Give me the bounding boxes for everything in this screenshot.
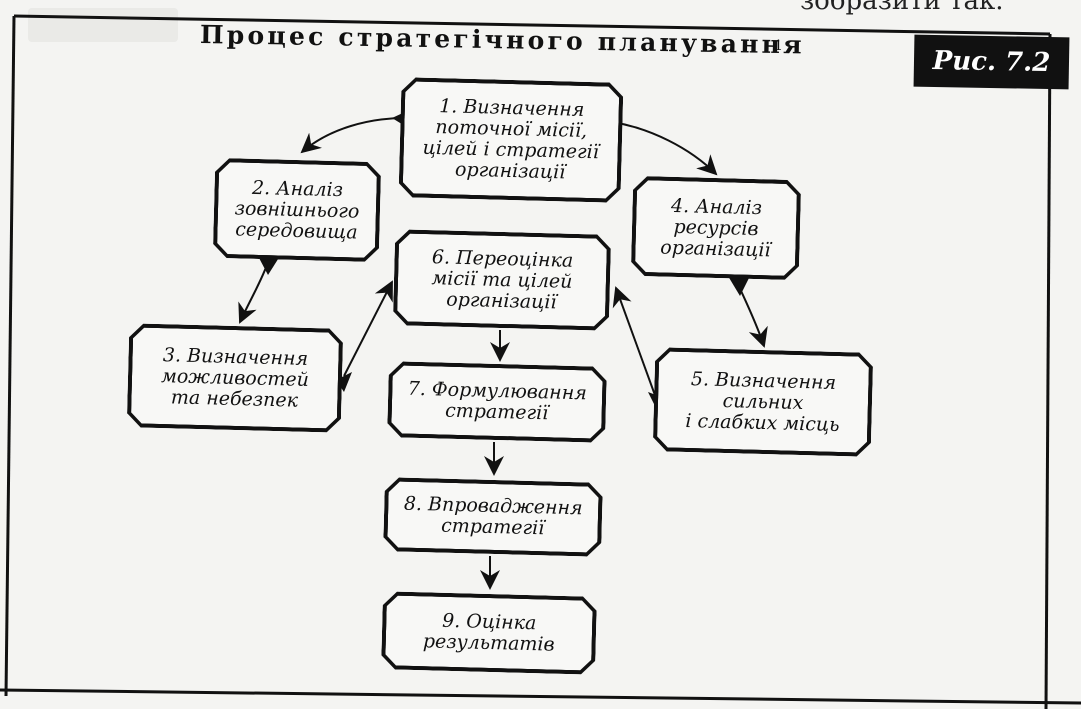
- step-label-5: 5. Визначення сильних і слабких місць: [685, 367, 840, 436]
- step-box-9: 9. Оцінка результатів: [381, 591, 597, 675]
- arrow-5-to-6: [612, 286, 657, 399]
- step-label-3: 3. Визначення можливостей та небезпек: [160, 343, 310, 412]
- step-box-3: 3. Визначення можливостей та небезпек: [127, 323, 344, 433]
- step-box-8: 8. Впровадження стратегії: [383, 477, 603, 557]
- step-label-7: 7. Формулювання стратегії: [407, 377, 588, 425]
- arrow-3-to-6: [343, 280, 393, 377]
- title-footnote-marker: 1: [774, 38, 783, 54]
- step-box-1: 1. Визначення поточної місії, цілей і ст…: [398, 77, 623, 203]
- arrow-1-to-4: [611, 121, 718, 176]
- step-box-7: 7. Формулювання стратегії: [387, 361, 607, 443]
- arrow-1-to-2: [300, 117, 406, 154]
- step-box-6: 6. Переоцінка місії та цілей організації: [393, 229, 611, 331]
- step-label-2: 2. Аналіз зовнішнього середовища: [234, 176, 360, 244]
- step-label-1: 1. Визначення поточної місії, цілей і ст…: [422, 95, 600, 184]
- step-label-4: 4. Аналіз ресурсів організації: [660, 194, 771, 261]
- step-box-4: 4. Аналіз ресурсів організації: [631, 176, 802, 280]
- arrow-2-to-3: [238, 261, 269, 324]
- previous-text-fragment: зобразити так.: [800, 0, 1004, 16]
- step-box-2: 2. Аналіз зовнішнього середовища: [213, 158, 382, 262]
- step-box-5: 5. Визначення сильних і слабких місць: [653, 347, 874, 457]
- scan-smudge: [28, 8, 178, 42]
- step-label-8: 8. Впровадження стратегії: [403, 492, 583, 540]
- step-label-9: 9. Оцінка результатів: [422, 609, 555, 656]
- step-label-6: 6. Переоцінка місії та цілей організації: [431, 245, 574, 313]
